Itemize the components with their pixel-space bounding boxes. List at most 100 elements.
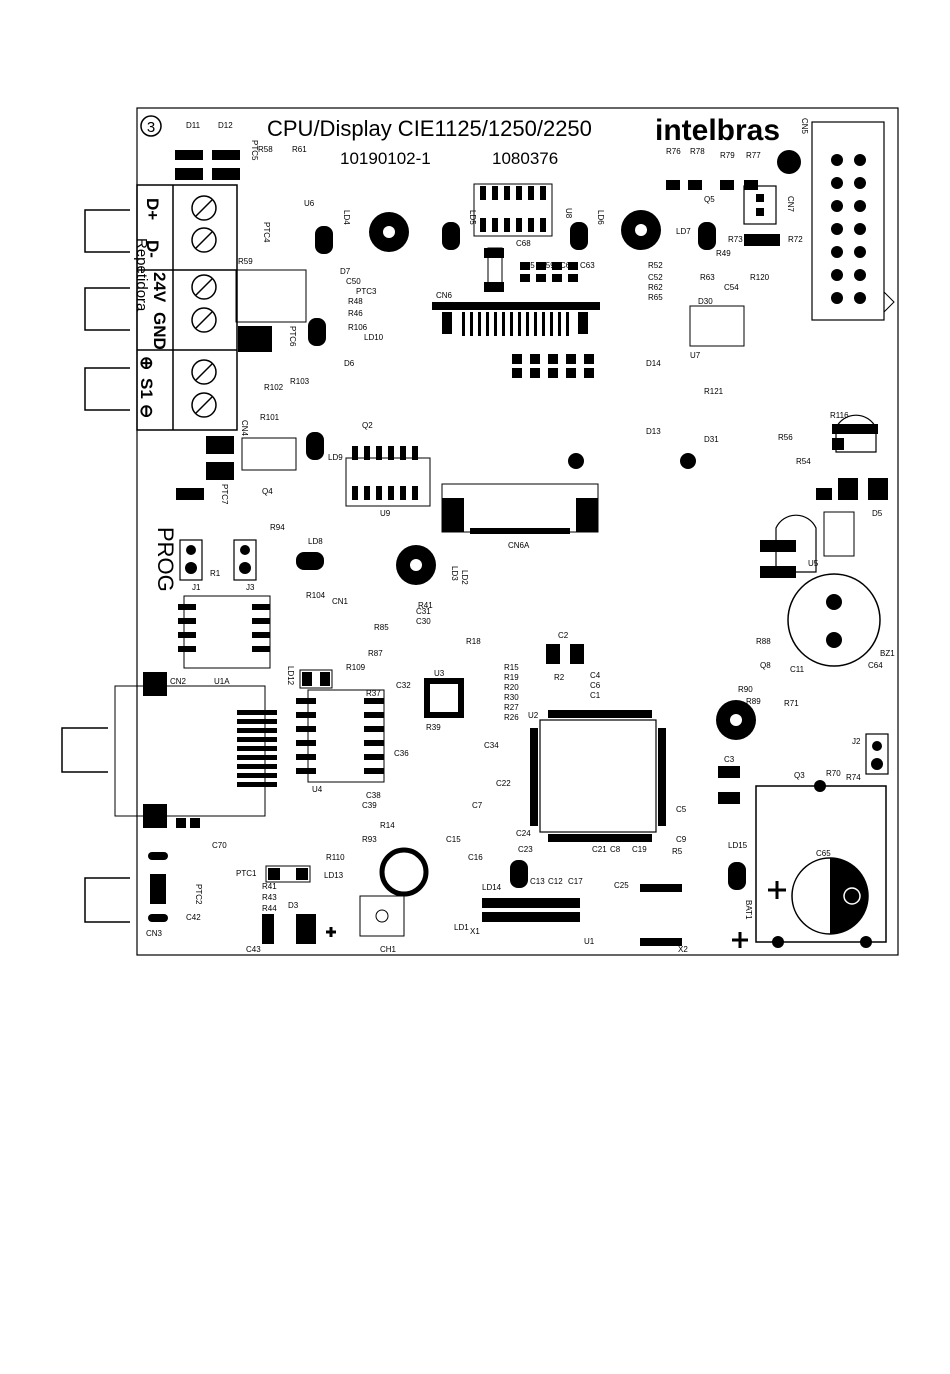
label-cn4: CN4 <box>240 420 249 437</box>
label-cn6: CN6 <box>436 291 453 300</box>
label-d13: D13 <box>646 427 661 436</box>
prog-label: PROG <box>153 527 178 592</box>
label-j1: J1 <box>192 583 201 592</box>
label-r1: R1 <box>210 569 221 578</box>
label-c42: C42 <box>186 913 201 922</box>
label-c30: C30 <box>416 617 431 626</box>
label-r90: R90 <box>738 685 753 694</box>
label-x1: X1 <box>470 927 480 936</box>
label-r15: R15 <box>504 663 519 672</box>
label-cn3: CN3 <box>146 929 163 938</box>
label-q3: Q3 <box>794 771 805 780</box>
label-r57: R56 <box>778 433 793 442</box>
board-outline <box>136 107 899 956</box>
label-ld2: LD2 <box>460 570 469 585</box>
label-r64: R63 <box>700 273 715 282</box>
label-c15: C15 <box>446 835 461 844</box>
label-c23: C23 <box>518 845 533 854</box>
label-r30: R30 <box>504 693 519 702</box>
board-title: CPU/Display CIE1125/1250/2250 <box>267 116 592 141</box>
label-d3: D3 <box>288 901 299 910</box>
label-c36: C36 <box>394 749 409 758</box>
label-d14: D14 <box>646 359 661 368</box>
label-ld13: LD13 <box>324 871 344 880</box>
label-c4: C4 <box>590 671 601 680</box>
label-ptc4: PTC4 <box>262 222 271 243</box>
label-r89: R89 <box>746 697 761 706</box>
label-ptc6: PTC6 <box>288 326 297 347</box>
terminal-block <box>136 184 238 431</box>
label-c11: C11 <box>790 665 805 674</box>
label-r115: R120 <box>750 273 770 282</box>
label-ptc1: PTC1 <box>236 869 257 878</box>
u8-chip <box>473 183 553 237</box>
label-u4: U4 <box>312 785 323 794</box>
label-ld7: LD7 <box>676 227 691 236</box>
label-r80: R78 <box>690 147 705 156</box>
label-r40: R41 <box>262 882 277 891</box>
label-u1a: U1A <box>214 677 230 686</box>
label-c52: C52 <box>648 273 663 282</box>
label-r85: R85 <box>374 623 389 632</box>
label-c69: C70 <box>212 841 227 850</box>
led-marks <box>296 222 746 890</box>
battery-area <box>755 785 887 943</box>
label-r116: R121 <box>704 387 724 396</box>
buzzer-bz1 <box>787 573 881 667</box>
label-ch1: CH1 <box>380 945 397 954</box>
label-d6: D6 <box>344 359 355 368</box>
label-r75: R73 <box>728 235 743 244</box>
label-r100: R102 <box>264 383 284 392</box>
label-c39: C39 <box>362 801 377 810</box>
label-r87: R87 <box>368 649 383 658</box>
label-r59: R58 <box>258 145 273 154</box>
label-cn7: CN7 <box>786 196 795 213</box>
cn6-connector <box>432 302 600 310</box>
label-bz1: BZ1 <box>880 649 895 658</box>
label-repetidora: Repetidora <box>133 238 150 312</box>
label-c25: C25 <box>614 881 629 890</box>
label-r72: R70 <box>826 769 841 778</box>
label-r93: R93 <box>362 835 377 844</box>
label-c32: C32 <box>396 681 411 690</box>
label-r62: R61 <box>292 145 307 154</box>
label-cn6a: CN6A <box>508 541 530 550</box>
cn6a-connector <box>441 483 599 533</box>
label-d-minus: D- <box>143 240 162 258</box>
label-r36: R37 <box>366 689 381 698</box>
external-connector-marks <box>61 209 130 923</box>
label-c19: C19 <box>632 845 647 854</box>
label-ld1: LD1 <box>454 923 469 932</box>
label-u6: U6 <box>304 199 315 208</box>
label-u7: U7 <box>690 351 701 360</box>
label-c24: C24 <box>516 829 531 838</box>
label-q8: Q8 <box>760 661 771 670</box>
label-c8: C8 <box>610 845 621 854</box>
label-s1: S1 <box>137 378 156 399</box>
label-q4: Q4 <box>262 487 273 496</box>
label-r107: R109 <box>346 663 366 672</box>
label-c1: C1 <box>590 691 601 700</box>
label-r42: R43 <box>262 893 277 902</box>
label-r20: R20 <box>504 683 519 692</box>
label-r79: R77 <box>746 151 761 160</box>
label-r38: R39 <box>426 723 441 732</box>
label-c63: C63 <box>580 261 595 270</box>
label-ld14: LD14 <box>482 883 502 892</box>
label-c43: C43 <box>246 945 261 954</box>
label-c67: C68 <box>516 239 531 248</box>
label-r54: R52 <box>648 261 663 270</box>
label-minus: ⊖ <box>137 404 156 418</box>
crystal-x1 <box>482 898 580 908</box>
label-ptc2: PTC2 <box>194 884 203 905</box>
label-r14: R14 <box>380 821 395 830</box>
label-u9: U9 <box>380 509 391 518</box>
label-c59: C59 <box>540 261 555 270</box>
label-u3: U3 <box>434 669 445 678</box>
ch1-button-ring <box>379 847 429 897</box>
label-r114: R116 <box>830 411 849 420</box>
label-d11: D11 <box>186 121 201 130</box>
label-c50: C50 <box>346 277 361 286</box>
label-ld8: LD8 <box>308 537 323 546</box>
label-d7: D7 <box>340 267 351 276</box>
